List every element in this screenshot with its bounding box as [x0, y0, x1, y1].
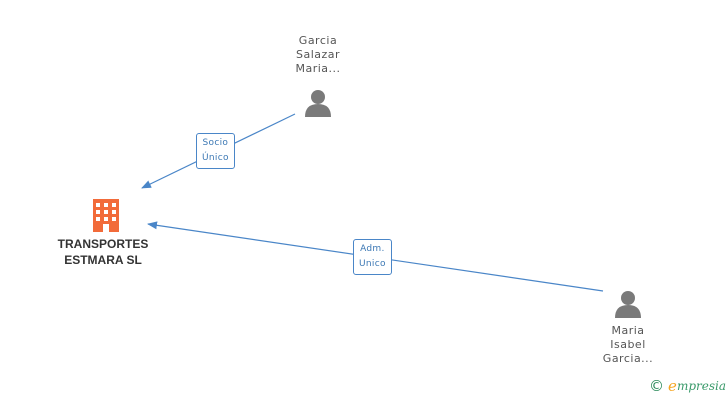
building-icon[interactable] — [93, 199, 119, 232]
company-name-line: ESTMARA SL — [64, 253, 142, 267]
edge-label-adm-unico: Adm. Unico — [353, 239, 392, 275]
edge-label-line: Único — [202, 153, 229, 163]
edge-label-line: Unico — [359, 259, 386, 269]
brand-logo-e: e — [668, 377, 677, 395]
edge-label-line: Socio — [202, 138, 229, 148]
footer-brand[interactable]: © e mpresia — [649, 376, 726, 396]
edge-label-socio-unico: Socio Único — [196, 133, 235, 169]
brand-logo-text: mpresia — [676, 379, 726, 393]
person-icon[interactable] — [305, 90, 331, 117]
person-bottom-name[interactable]: Maria Isabel Garcia... — [578, 324, 678, 366]
company-name[interactable]: TRANSPORTES ESTMARA SL — [43, 236, 163, 268]
company-name-line: TRANSPORTES — [57, 237, 149, 251]
person-bottom-name-line: Maria — [611, 324, 645, 337]
person-top-name-line: Maria... — [295, 62, 341, 75]
edge-label-line: Adm. — [360, 244, 385, 254]
copyright-icon: © — [649, 377, 665, 395]
person-icon[interactable] — [615, 291, 641, 318]
person-top-name[interactable]: Garcia Salazar Maria... — [268, 34, 368, 76]
person-bottom-name-line: Isabel — [610, 338, 646, 351]
person-top-name-line: Garcia — [298, 34, 338, 47]
person-bottom-name-line: Garcia... — [602, 352, 654, 365]
person-top-name-line: Salazar — [295, 48, 341, 61]
